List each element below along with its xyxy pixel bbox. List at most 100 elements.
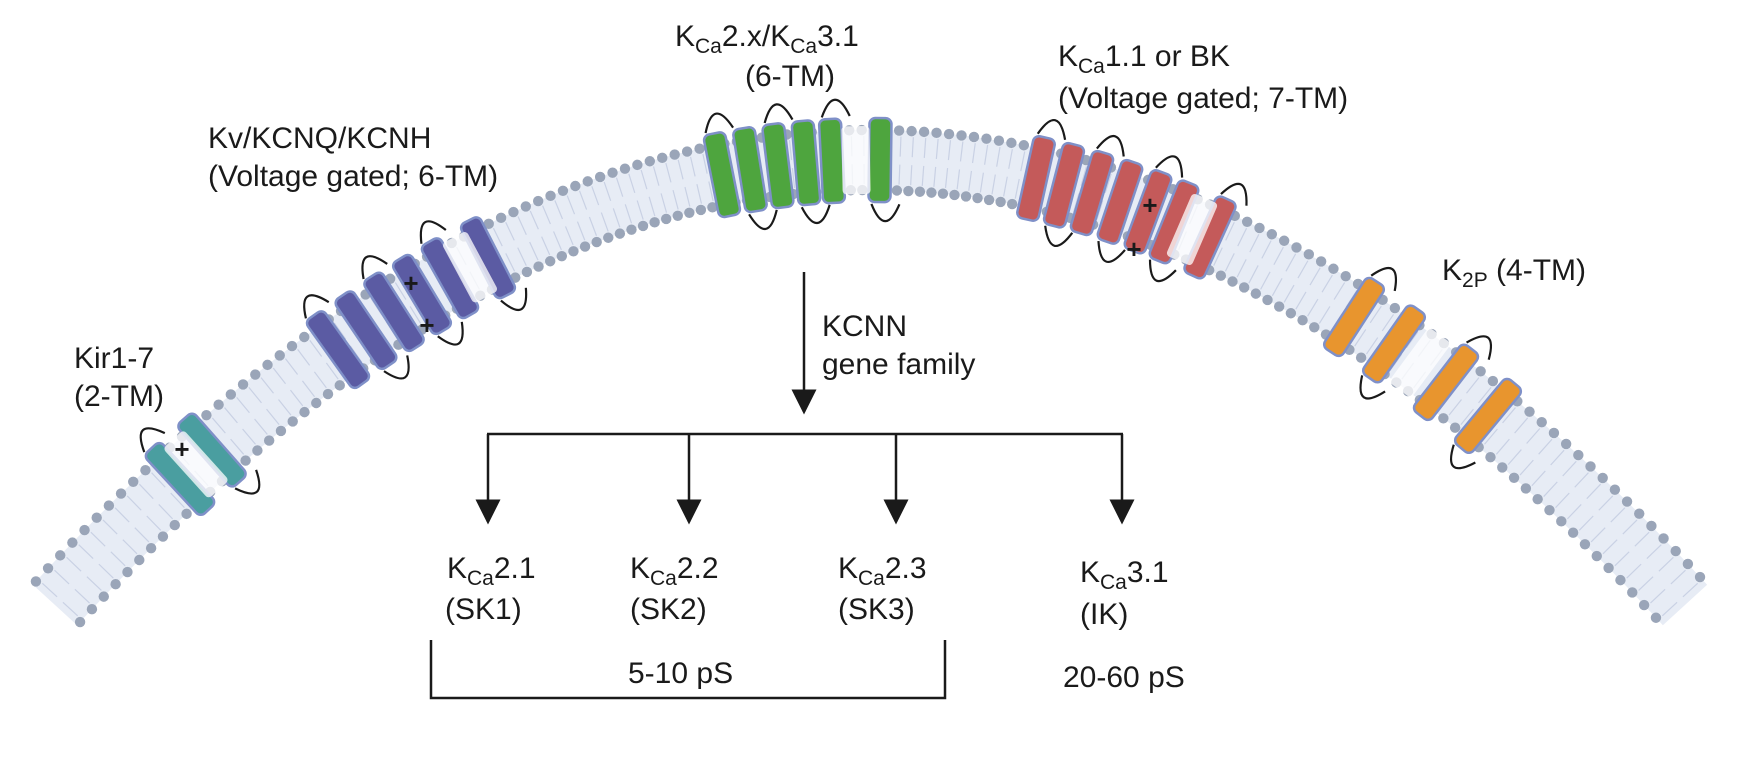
kca2-channel-pore: [841, 125, 871, 195]
lipid-tail: [248, 387, 262, 404]
lipid-tail: [1249, 234, 1260, 253]
lipid-head: [1273, 301, 1285, 312]
lipid-tail: [1507, 449, 1522, 465]
lipid-head: [157, 531, 169, 542]
lipid-tail: [1658, 556, 1674, 572]
lipid-tail: [665, 162, 672, 183]
lipid-head: [42, 563, 54, 574]
gene-family-label: KCNN: [822, 310, 907, 343]
lipid-tail: [708, 181, 714, 202]
lipid-head: [619, 163, 631, 174]
lipid-tail: [1638, 576, 1654, 591]
lipid-tail: [628, 173, 636, 194]
lipid-tail: [971, 143, 976, 164]
lipid-tail: [1014, 178, 1020, 199]
lipid-tail: [1586, 483, 1602, 500]
kir-channel-loops: [139, 427, 261, 495]
lipid-tail: [1261, 240, 1272, 259]
kv-channel-charge: +: [403, 268, 418, 298]
lipid-head: [1560, 438, 1572, 450]
lipid-head: [707, 202, 718, 213]
lipid-head: [287, 416, 298, 427]
lipid-head: [1006, 198, 1018, 210]
lipid-tail: [1460, 408, 1474, 426]
lipid-tail: [541, 236, 551, 256]
lipid-head: [1254, 222, 1265, 234]
lipid-tail: [1309, 267, 1321, 286]
lipid-head: [1548, 427, 1560, 439]
lipid-tail: [1622, 519, 1638, 535]
lipid-head: [299, 406, 310, 418]
lipid-tail: [603, 181, 612, 202]
lipid-tail: [566, 195, 576, 215]
lipid-tail: [1543, 481, 1558, 497]
lipid-head: [263, 435, 275, 446]
k2p-channel-loops: [1359, 266, 1493, 470]
lipid-head: [1556, 516, 1567, 527]
lipid-head: [1567, 527, 1579, 538]
k2p-channel-helix: [1322, 276, 1386, 358]
lipid-head: [55, 550, 66, 561]
lipid-head: [237, 379, 249, 390]
kv-channel-helix: [391, 253, 453, 336]
lipid-head: [1291, 242, 1302, 253]
lipid-tail: [1484, 428, 1498, 445]
lipid-head: [626, 224, 637, 235]
lipid-tail: [170, 492, 185, 509]
lipid-tail: [1354, 329, 1367, 347]
lipid-tail: [492, 227, 503, 247]
lipid-tail: [933, 166, 937, 187]
kca2-channel-loop: [748, 209, 778, 231]
lipid-head: [1627, 587, 1638, 598]
lipid-tail: [1260, 271, 1271, 290]
kca2-kca3-label: KCa2.x/KCa3.1: [675, 20, 859, 58]
lipid-tail: [959, 141, 964, 162]
lipid-head: [1615, 574, 1626, 586]
k2p-channel-helix: [1412, 343, 1480, 422]
lipid-tail: [640, 169, 648, 190]
lipid-tail: [272, 367, 287, 385]
lipid-tail: [86, 576, 102, 591]
kv-channel-charge: +: [419, 310, 434, 340]
lipid-head: [1634, 508, 1645, 519]
lipid-tail: [1248, 265, 1259, 284]
lipid-tail: [254, 418, 268, 435]
k2p-channel-loop: [1359, 375, 1386, 400]
lipid-head: [972, 192, 983, 204]
lipid-tail: [910, 165, 913, 186]
lipid-tail: [230, 438, 245, 455]
lipid-tail: [1555, 492, 1570, 509]
lipid-head: [98, 591, 109, 602]
lipid-head: [943, 128, 955, 140]
lipid-head: [140, 465, 151, 476]
lipid-head: [903, 185, 914, 197]
lipid-tail: [1614, 551, 1630, 567]
lipid-head: [993, 135, 1005, 146]
lipid-tail: [1297, 260, 1309, 279]
lipid-head: [1532, 493, 1543, 505]
lipid-head: [86, 604, 98, 615]
lipid-tail: [652, 166, 660, 186]
lipid-tail: [505, 253, 516, 272]
lipid-tail: [1519, 459, 1534, 476]
lipid-head: [483, 218, 494, 230]
kv-channel-helix: [334, 290, 398, 371]
lipid-head: [1650, 612, 1662, 623]
lipid-tail: [394, 282, 407, 300]
lipid-head: [637, 220, 649, 232]
lipid-head: [660, 213, 672, 225]
lipid-tail: [66, 556, 82, 572]
kca2-channel-helix: [790, 119, 822, 207]
lipid-tail: [1531, 470, 1546, 487]
k2p-channel: [1322, 266, 1523, 470]
bk-channel-helix: [1016, 134, 1056, 222]
lipid-tail: [284, 358, 299, 375]
lipid-head: [1646, 520, 1657, 532]
lipid-tail: [968, 170, 973, 191]
lipid-head: [960, 191, 972, 202]
lipid-tail: [1271, 278, 1283, 297]
lipid-tail: [1682, 582, 1699, 598]
lipid-head: [181, 508, 192, 520]
lipid-head: [520, 201, 532, 212]
lipid-tail: [1369, 305, 1382, 324]
